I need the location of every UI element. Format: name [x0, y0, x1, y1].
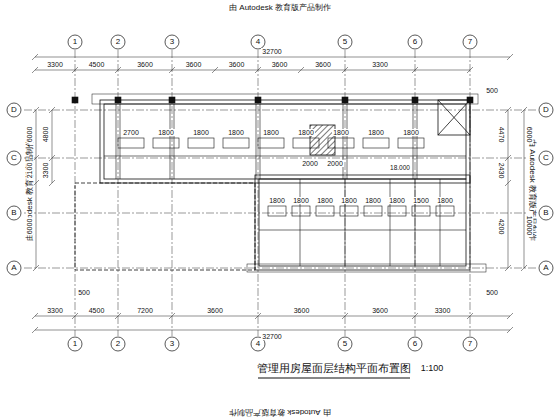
dimension: 1:100 [420, 364, 445, 373]
dimension: 1800 [340, 197, 358, 204]
axis-bubble [408, 337, 422, 351]
dimension: 3300 [46, 307, 64, 314]
axis-label: 1 [72, 340, 78, 348]
dimension: 1800 [297, 129, 315, 136]
dimension: 32700 [261, 48, 282, 55]
axis-label: 5 [342, 340, 348, 348]
dimension: 3300 [42, 161, 49, 179]
watermark: 由 Autodesk 教育版产品制作 [228, 4, 332, 12]
axis-label: A [542, 264, 549, 272]
dimension: 1800 [157, 129, 175, 136]
axis-label: 4 [255, 38, 261, 46]
dimension: 1800 [367, 129, 385, 136]
axis-label: 1 [72, 38, 78, 46]
dimension: 1800 [332, 129, 350, 136]
dimension: 1800 [292, 197, 310, 204]
dimension: 6000 [26, 125, 33, 143]
axis-label: 2 [115, 38, 121, 46]
axis-bubble [539, 151, 553, 165]
dimension: 3600 [185, 61, 203, 68]
axis-bubble [7, 206, 21, 220]
dimension: 1800 [262, 129, 280, 136]
dimension: 2430 [498, 161, 505, 179]
dimension: 3600 [136, 61, 154, 68]
axis-label: C [10, 154, 18, 162]
axis-label: 7 [467, 340, 473, 348]
drawing-title: 管理用房屋面层结构平面布置图 [257, 363, 411, 374]
axis-bubble [111, 337, 125, 351]
dimension: 2000 [326, 160, 344, 167]
dimension: 10000 [527, 214, 534, 235]
axis-bubble [111, 35, 125, 49]
dimension: 4500 [88, 61, 106, 68]
axis-bubble [539, 261, 553, 275]
dimension: 2700 [122, 129, 140, 136]
axis-label: 4 [255, 340, 261, 348]
dimension: 3300 [371, 61, 389, 68]
dimension: 3600 [371, 307, 389, 314]
axis-label: 6 [412, 340, 418, 348]
axis-label: 3 [169, 38, 175, 46]
axis-bubble [68, 337, 82, 351]
dimension: 2000 [301, 160, 319, 167]
axis-label: B [10, 209, 17, 217]
dimension: 4200 [498, 217, 505, 235]
watermark: 由 Autodesk 教育版产品制作 [228, 408, 332, 416]
dimension: 6000 [26, 217, 33, 235]
dimension: 1800 [388, 197, 406, 204]
axis-label: 6 [412, 38, 418, 46]
dimension: 1800 [316, 197, 334, 204]
dimension: 3600 [271, 61, 289, 68]
dimension: 1800 [364, 197, 382, 204]
axis-bubble [539, 103, 553, 117]
axis-bubble [338, 337, 352, 351]
dimension: 3600 [206, 307, 224, 314]
axis-bubble [68, 35, 82, 49]
axis-bubble [7, 103, 21, 117]
axis-label: D [542, 106, 550, 114]
axis-label: 5 [342, 38, 348, 46]
dimension: 1800 [402, 129, 420, 136]
dimension: 4800 [42, 125, 49, 143]
dimension: 1500 [412, 197, 430, 204]
axis-label: D [10, 106, 18, 114]
axis-bubble [165, 337, 179, 351]
axis-label: 3 [169, 340, 175, 348]
dimension: 6000 [526, 125, 533, 143]
dimension: 1800 [227, 129, 245, 136]
axis-bubble [539, 206, 553, 220]
dimension: 500 [77, 289, 91, 296]
dimension: 3300 [434, 307, 452, 314]
dimension: 3300 [46, 61, 64, 68]
axis-label: C [542, 154, 550, 162]
dimension: 7200 [136, 307, 154, 314]
axis-bubble [7, 261, 21, 275]
dimension: 1800 [436, 197, 454, 204]
axis-label: 2 [115, 340, 121, 348]
dimension: 32700 [261, 333, 282, 340]
axis-bubble [463, 337, 477, 351]
dimension: 4500 [88, 307, 106, 314]
axis-bubble [165, 35, 179, 49]
dimension: 4470 [498, 125, 505, 143]
dimension: 3600 [228, 61, 246, 68]
dimension: 18.000 [389, 165, 411, 172]
axis-label: 7 [467, 38, 473, 46]
axis-label: A [10, 264, 17, 272]
dimension: 1800 [192, 129, 210, 136]
axis-bubble [7, 151, 21, 165]
dimension: 3600 [293, 307, 311, 314]
dimension: 2100 [26, 161, 33, 179]
axis-label: B [542, 209, 549, 217]
axis-bubble [463, 35, 477, 49]
dimension: 500 [485, 87, 499, 94]
axis-bubble [338, 35, 352, 49]
dimension: 3600 [314, 61, 332, 68]
axis-bubble [408, 35, 422, 49]
dimension: 1800 [268, 197, 286, 204]
dimension: 500 [485, 289, 499, 296]
